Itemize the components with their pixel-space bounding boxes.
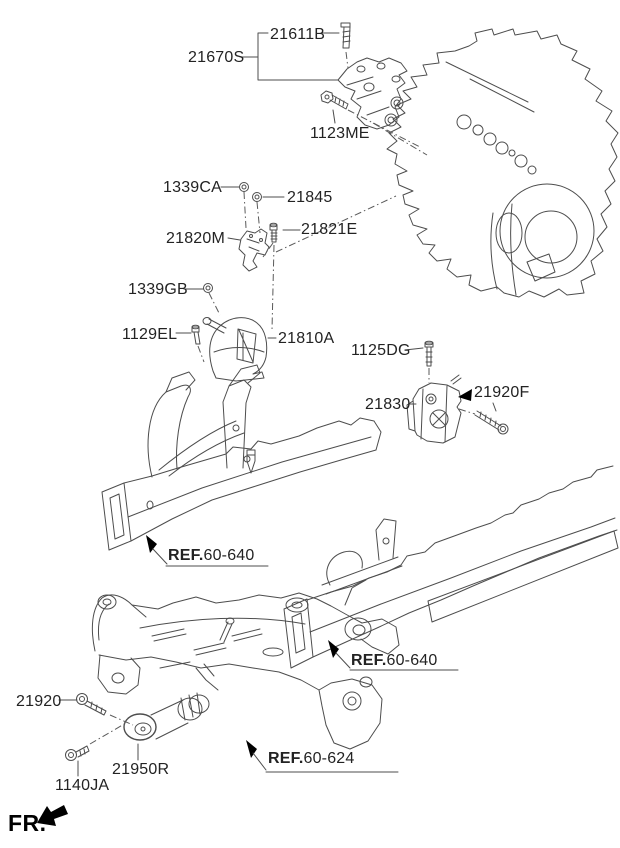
callout-1125DG[interactable]: 1125DG [351, 342, 411, 359]
ref-label-subframe[interactable]: REF.60-624 [268, 750, 355, 767]
engine-block-sketch [386, 28, 619, 298]
callout-21810A[interactable]: 21810A [278, 330, 335, 347]
pointer-arrow-icon-21920F [458, 389, 472, 401]
engine-mounting-bracket-sketch [337, 57, 408, 130]
ref-arrow-icon [246, 740, 257, 758]
bolt-sketch-21821E [269, 222, 278, 243]
fr-direction-arrow-icon [37, 805, 68, 826]
callout-21611B[interactable]: 21611B [270, 26, 326, 43]
callout-21950R[interactable]: 21950R [112, 761, 170, 778]
callout-1339CA[interactable]: 1339CA [163, 179, 223, 196]
ref-pointer-subframe [246, 740, 399, 773]
ref-code: 60-640 [203, 547, 255, 564]
ref-arrow-icon [146, 535, 157, 553]
bolt-sketch-1129EL [191, 324, 201, 345]
bolt-sketch-1125DG [424, 340, 434, 367]
ref-prefix: REF. [268, 750, 304, 767]
callout-1339GB[interactable]: 1339GB [128, 281, 188, 298]
transaxle-mount-sketch-21830 [406, 374, 462, 444]
nut-sketch-1339GB [203, 283, 213, 293]
bolt-sketch-21920F [474, 410, 509, 435]
callout-21920[interactable]: 21920 [16, 693, 62, 710]
ref-prefix: REF. [168, 547, 204, 564]
frame-rail-right-sketch [283, 465, 619, 669]
front-subframe-sketch [91, 592, 400, 750]
callout-21820M[interactable]: 21820M [166, 230, 226, 247]
ref-prefix: REF. [351, 652, 387, 669]
nut-sketch-1339CA [239, 182, 249, 192]
stud-bolt-sketch-21611B [340, 22, 351, 49]
callout-1129EL[interactable]: 1129EL [122, 326, 178, 343]
bolt-sketch-1140JA [65, 745, 90, 761]
leader-lines [58, 32, 497, 777]
ref-arrow-icon [328, 640, 339, 658]
callout-21670S[interactable]: 21670S [188, 49, 245, 66]
ref-label-rail-right[interactable]: REF.60-640 [351, 652, 438, 669]
callout-1140JA[interactable]: 1140JA [55, 777, 110, 794]
bolt-sketch-21920 [76, 693, 107, 716]
callout-21821E[interactable]: 21821E [301, 221, 358, 238]
washer-bolt-sketch-21845 [252, 192, 262, 202]
ref-pointer-rail-right [328, 640, 459, 671]
support-bracket-sketch-21820M [238, 228, 270, 272]
ref-code: 60-640 [386, 652, 438, 669]
callout-21920F[interactable]: 21920F [474, 384, 530, 401]
ref-code: 60-624 [303, 750, 355, 767]
callout-1123ME[interactable]: 1123ME [310, 125, 370, 142]
bolt-sketch-1123ME [320, 90, 349, 110]
callout-21830[interactable]: 21830 [365, 396, 411, 413]
frame-rail-left-sketch [101, 364, 382, 551]
ref-pointer-rail-left [146, 535, 269, 567]
ref-label-rail-left[interactable]: REF.60-640 [168, 547, 255, 564]
callout-21845[interactable]: 21845 [287, 189, 333, 206]
roll-rod-mount-sketch-21950R [123, 692, 210, 741]
fr-direction-label: FR. [8, 810, 47, 836]
assembly-centerlines [89, 51, 476, 745]
engine-mount-insulator-sketch-21810A [202, 317, 268, 382]
